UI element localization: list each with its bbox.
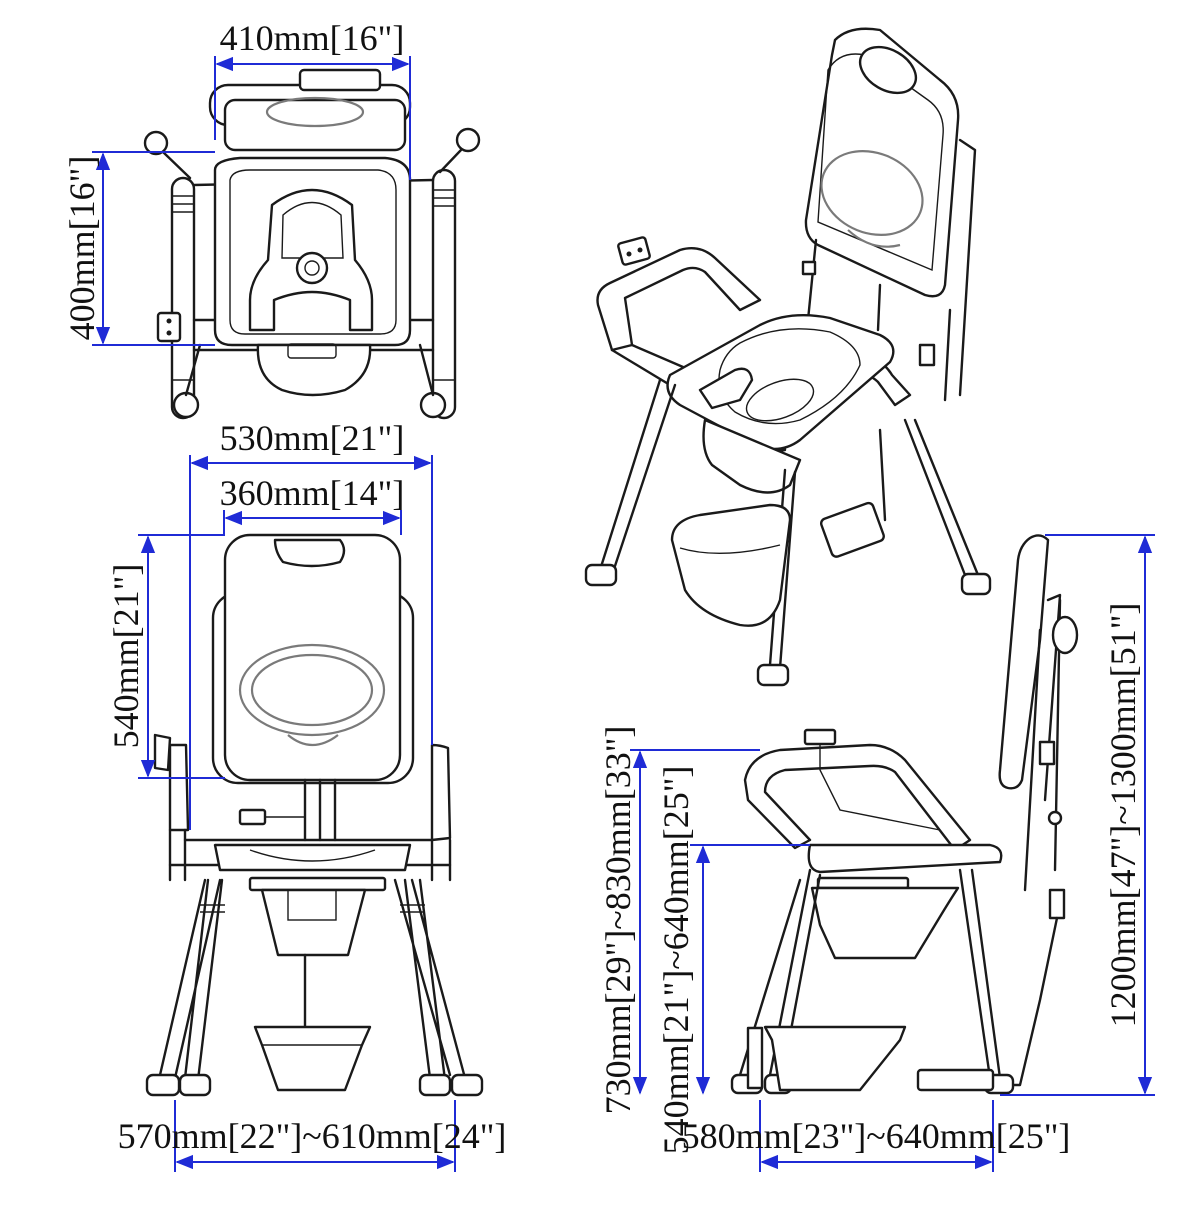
side-armrest-height-label: 730mm[29"]~830mm[33"] — [598, 726, 638, 1115]
front-backrest-height-label: 540mm[21"] — [106, 564, 146, 749]
top-view: 410mm[16"] 400mm[16"] — [62, 18, 481, 420]
top-depth-label: 400mm[16"] — [62, 156, 102, 341]
side-overall-height-label: 1200mm[47"]~1300mm[51"] — [1103, 603, 1143, 1028]
front-backrest-width-label: 360mm[14"] — [220, 473, 405, 513]
side-view: 730mm[29"]~830mm[33"] 540mm[21"]~640mm[2… — [598, 534, 1155, 1172]
front-overall-width-label: 530mm[21"] — [220, 418, 405, 458]
top-width-label: 410mm[16"] — [220, 18, 405, 58]
isometric-view — [584, 27, 992, 687]
side-base-depth-label: 580mm[23"]~640mm[25"] — [682, 1116, 1071, 1156]
front-base-width-label: 570mm[22"]~610mm[24"] — [118, 1116, 507, 1156]
front-view: 530mm[21"] 360mm[14"] 540mm[21"] 570mm[2… — [106, 418, 506, 1172]
side-seat-height-label: 540mm[21"]~640mm[25"] — [656, 766, 696, 1155]
